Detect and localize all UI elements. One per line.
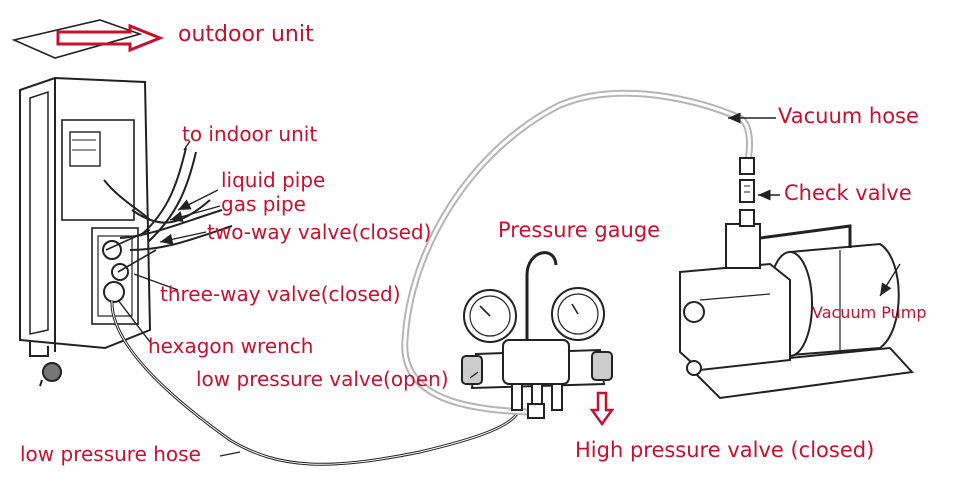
label-outdoor-unit: outdoor unit xyxy=(178,22,314,47)
label-three-way-valve: three-way valve(closed) xyxy=(160,282,401,306)
red-arrow-outdoor-unit xyxy=(56,23,165,53)
red-arrow-high-pressure-valve xyxy=(589,391,615,427)
label-vacuum-pump: Vacuum Pump xyxy=(812,303,927,322)
label-vacuum-hose: Vacuum hose xyxy=(778,104,919,128)
label-pressure-gauge: Pressure gauge xyxy=(498,218,661,242)
label-hexagon-wrench: hexagon wrench xyxy=(148,334,314,358)
label-check-valve: Check valve xyxy=(784,181,912,205)
label-gas-pipe: gas pipe xyxy=(221,192,306,216)
vacuum-pump xyxy=(679,157,915,400)
outdoor-unit xyxy=(11,19,157,387)
refrigerant-pipes xyxy=(103,147,233,251)
label-liquid-pipe: liquid pipe xyxy=(221,168,326,192)
label-high-pressure-valve: High pressure valve (closed) xyxy=(575,438,875,462)
label-low-pressure-hose: low pressure hose xyxy=(20,442,201,466)
label-to-indoor-unit: to indoor unit xyxy=(182,122,318,146)
label-two-way-valve: two-way valve(closed) xyxy=(207,220,432,244)
label-low-pressure-valve: low pressure valve(open) xyxy=(196,367,449,391)
pointer-lines xyxy=(117,112,901,457)
pressure-gauge-manifold xyxy=(461,251,613,419)
